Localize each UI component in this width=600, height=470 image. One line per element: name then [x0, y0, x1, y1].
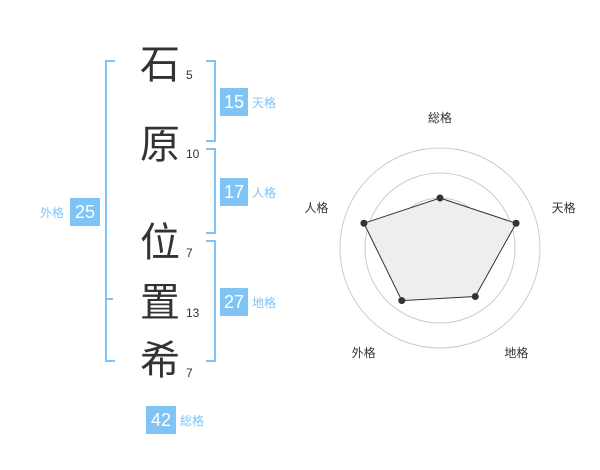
radar-label-1: 総格: [428, 110, 452, 125]
chikaku-label: 地格: [252, 296, 277, 310]
jinkaku-badge: 17: [220, 178, 248, 206]
radar-point-4: [398, 297, 406, 305]
radar-ring: [339, 147, 541, 349]
tenkaku-label: 天格: [252, 96, 277, 110]
tenkaku-badge: 15: [220, 88, 248, 116]
radar-label-3: 地格: [504, 345, 528, 360]
jinkaku-label: 人格: [252, 186, 277, 200]
radar-ring: [364, 172, 516, 324]
radar-point-1: [436, 194, 444, 202]
radar-point-2: [512, 219, 520, 227]
stroke-count-2: 10: [186, 147, 200, 161]
tenkaku-bracket: [206, 60, 216, 142]
radar-label-4: 外格: [352, 345, 376, 360]
radar-area: [363, 197, 517, 302]
gaikaku-bracket: [105, 60, 115, 362]
name-char-4: 置: [140, 280, 180, 326]
name-char-3: 位: [140, 220, 180, 266]
radar-label-2: 天格: [552, 200, 576, 215]
radar-points: [360, 194, 520, 305]
chikaku-bracket: [206, 240, 216, 362]
name-char-2: 原: [140, 122, 180, 168]
soukaku-badge: 42: [146, 406, 176, 434]
stroke-count-1: 5: [186, 68, 193, 82]
stroke-count-5: 7: [186, 366, 193, 380]
jinkaku-bracket: [206, 148, 216, 234]
radar-label-5: 人格: [304, 200, 328, 215]
stroke-count-3: 7: [186, 246, 193, 260]
chikaku-badge: 27: [220, 288, 248, 316]
name-char-5: 希: [140, 338, 180, 384]
gaikaku-badge: 25: [70, 198, 100, 226]
gaikaku-label: 外格: [40, 206, 65, 220]
name-char-1: 石: [140, 42, 180, 88]
radar-point-5: [360, 219, 368, 227]
radar-point-3: [471, 293, 479, 301]
soukaku-label: 総格: [180, 414, 205, 428]
stroke-count-4: 13: [186, 306, 200, 320]
gaikaku-bracket-tick: [105, 298, 113, 300]
